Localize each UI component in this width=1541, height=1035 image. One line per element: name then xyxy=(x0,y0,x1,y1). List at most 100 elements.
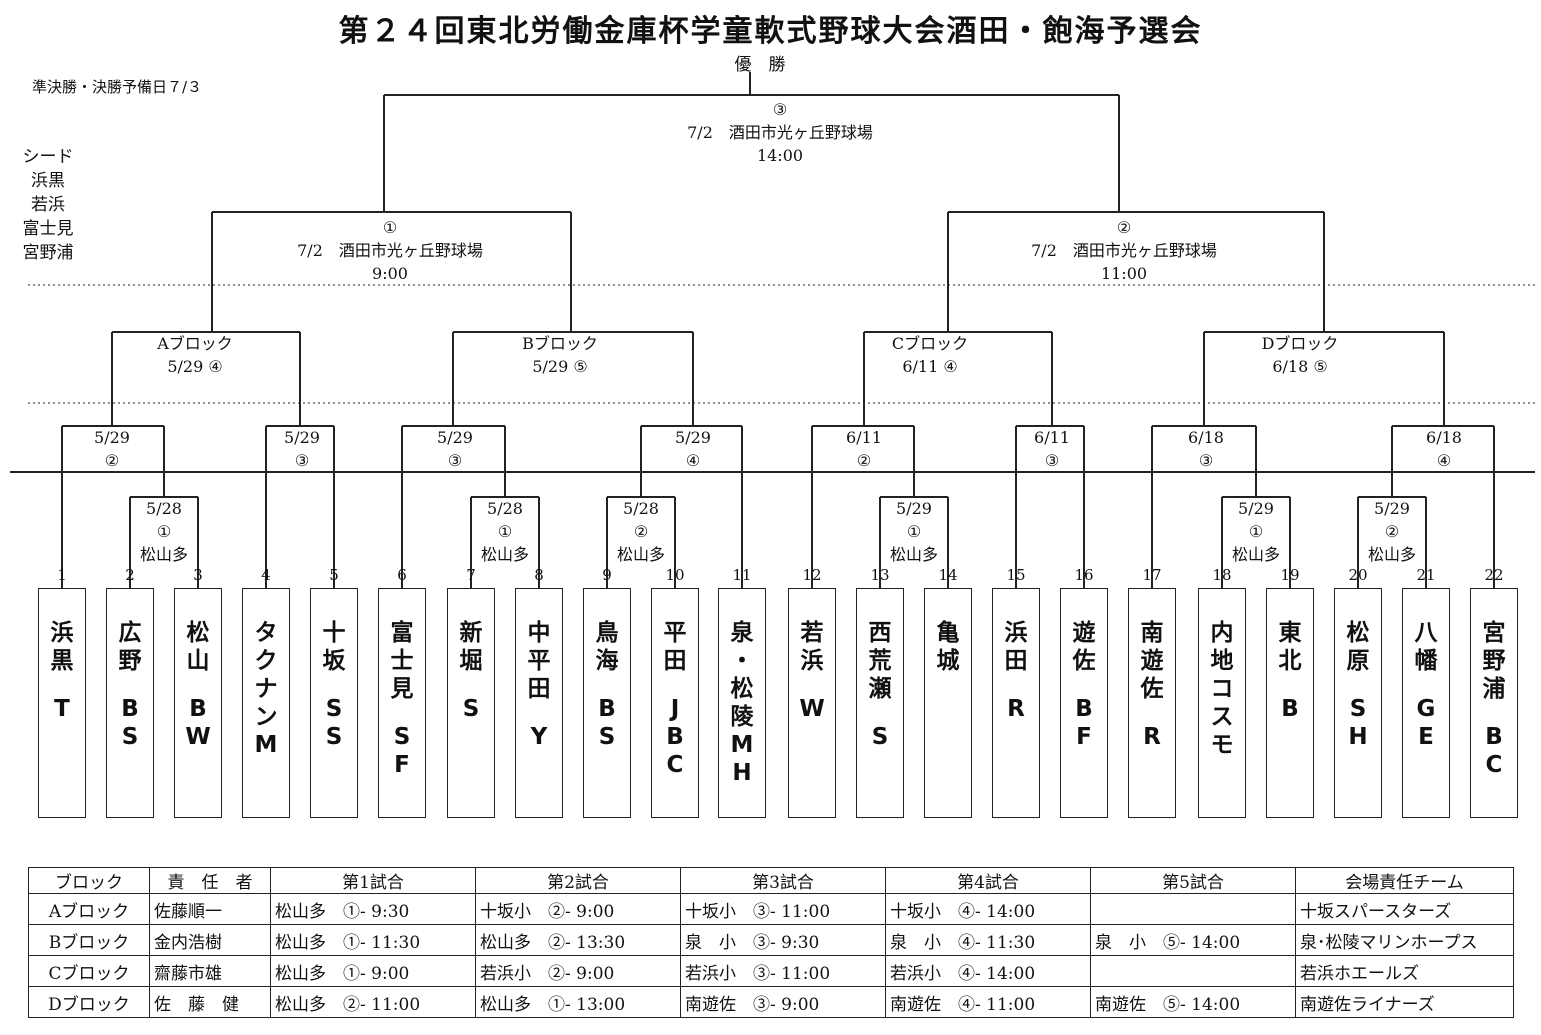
team-name-char: ク xyxy=(254,648,278,674)
game-cell: 十坂小 ②- 9:00 xyxy=(475,893,681,925)
team-name-char: 十 xyxy=(322,620,346,646)
team-name: 松山 xyxy=(175,619,221,675)
team-name-char: 陵 xyxy=(730,704,754,730)
team-number: 3 xyxy=(193,566,203,584)
champion-label: 優 勝 xyxy=(734,55,786,75)
manager-cell: 佐藤順一 xyxy=(149,893,271,925)
team-name-char: 松 xyxy=(1346,620,1370,646)
match-date: 6/18 xyxy=(1188,428,1224,447)
team-number: 19 xyxy=(1280,566,1300,584)
game-cell: 泉 小 ⑤- 14:00 xyxy=(1090,924,1296,956)
team-abbr: S xyxy=(448,695,494,723)
match-date: 5/29 xyxy=(94,428,130,447)
team-name-char: 士 xyxy=(390,648,414,674)
team-name-char: 瀬 xyxy=(868,676,892,702)
team-name-char: 西 xyxy=(868,620,892,646)
seed-list: シード 浜黒 若浜 富士見 宮野浦 xyxy=(12,145,84,265)
team-name: 鳥海 xyxy=(584,619,630,675)
team-abbr: S xyxy=(857,723,903,751)
block-c-label: Cブロック 6/11 ④ xyxy=(892,332,968,378)
team-name: 新堀 xyxy=(448,619,494,675)
game-cell: 泉 小 ④- 11:30 xyxy=(885,924,1091,956)
team-name: 浜黒 xyxy=(39,619,85,675)
team-name-char: 新 xyxy=(459,620,483,646)
team-name: 内地コスモ xyxy=(1199,619,1245,759)
team-name-char: 広 xyxy=(118,620,142,646)
match-venue: 松山多 xyxy=(889,545,939,564)
match-number: ③ xyxy=(294,451,310,470)
team-name: 広野 xyxy=(107,619,153,675)
match-date: 5/29 xyxy=(1238,499,1274,518)
block-d-label: Dブロック 6/18 ⑤ xyxy=(1262,332,1339,378)
header-cell: ブロック xyxy=(28,867,150,894)
team-abbr: T xyxy=(39,695,85,723)
team-abbr: R xyxy=(1129,723,1175,751)
game-cell: 若浜小 ②- 9:00 xyxy=(475,955,681,987)
team-name-char: 黒 xyxy=(50,648,74,674)
team-abbr: W xyxy=(789,695,835,723)
team-abbr-char: S xyxy=(598,724,616,750)
game-cell: 十坂小 ④- 14:00 xyxy=(885,893,1091,925)
block-cell: Aブロック xyxy=(28,893,150,925)
match-number: ① xyxy=(497,522,513,541)
header-cell: 第5試合 xyxy=(1090,867,1296,894)
team-abbr-char: B xyxy=(189,696,207,722)
venue-team-cell: 泉･松陵マリンホープス xyxy=(1295,924,1514,956)
team-number: 13 xyxy=(870,566,890,584)
team-name: 中平田 xyxy=(516,619,562,703)
team-name-char: 松 xyxy=(730,676,754,702)
team-name: 遊佐 xyxy=(1061,619,1107,675)
team-number: 4 xyxy=(261,566,271,584)
team-abbr-char: R xyxy=(1007,696,1025,722)
game-cell: 松山多 ①- 11:30 xyxy=(270,924,476,956)
team-abbr-char: Y xyxy=(530,724,548,750)
match-number: ② xyxy=(104,451,120,470)
game-cell xyxy=(1090,955,1296,987)
team-abbr-char: B xyxy=(1075,696,1093,722)
team-name-char: 浜 xyxy=(800,648,824,674)
manager-cell: 金内浩樹 xyxy=(149,924,271,956)
game-cell: 松山多 ①- 9:00 xyxy=(270,955,476,987)
game-cell: 南遊佐 ⑤- 14:00 xyxy=(1090,986,1296,1018)
team-abbr-char: W xyxy=(799,696,825,722)
block-match: 5/29 ④ xyxy=(167,357,223,376)
team-name-char: 八 xyxy=(1414,620,1438,646)
team-name-char: ン xyxy=(254,704,278,730)
header-cell: 第3試合 xyxy=(680,867,886,894)
semifinal-2-label: ② 7/2 酒田市光ヶ丘野球場 11:00 xyxy=(1031,216,1217,285)
team-name-char: 田 xyxy=(1004,648,1028,674)
block-cell: Dブロック xyxy=(28,986,150,1018)
manager-cell: 佐 藤 健 xyxy=(149,986,271,1018)
team-name-char: 遊 xyxy=(1072,620,1096,646)
game-cell: 若浜小 ④- 14:00 xyxy=(885,955,1091,987)
team-abbr-char: B xyxy=(598,696,616,722)
venue-team-cell: 十坂スパースターズ xyxy=(1295,893,1514,925)
team-number: 17 xyxy=(1142,566,1162,584)
team-name-char: 堀 xyxy=(459,648,483,674)
team-abbr-char: S xyxy=(871,724,889,750)
block-match: 6/18 ⑤ xyxy=(1272,357,1328,376)
team-name-char: H xyxy=(732,760,752,786)
team-number: 1 xyxy=(57,566,67,584)
team-name-char: 坂 xyxy=(322,648,346,674)
final-date: 7/2 酒田市光ヶ丘野球場 xyxy=(687,123,873,142)
venue-team-cell: 南遊佐ライナーズ xyxy=(1295,986,1514,1018)
match-number: ② xyxy=(1384,522,1400,541)
team-number: 7 xyxy=(466,566,476,584)
block-cell: Cブロック xyxy=(28,955,150,987)
team-number: 5 xyxy=(329,566,339,584)
